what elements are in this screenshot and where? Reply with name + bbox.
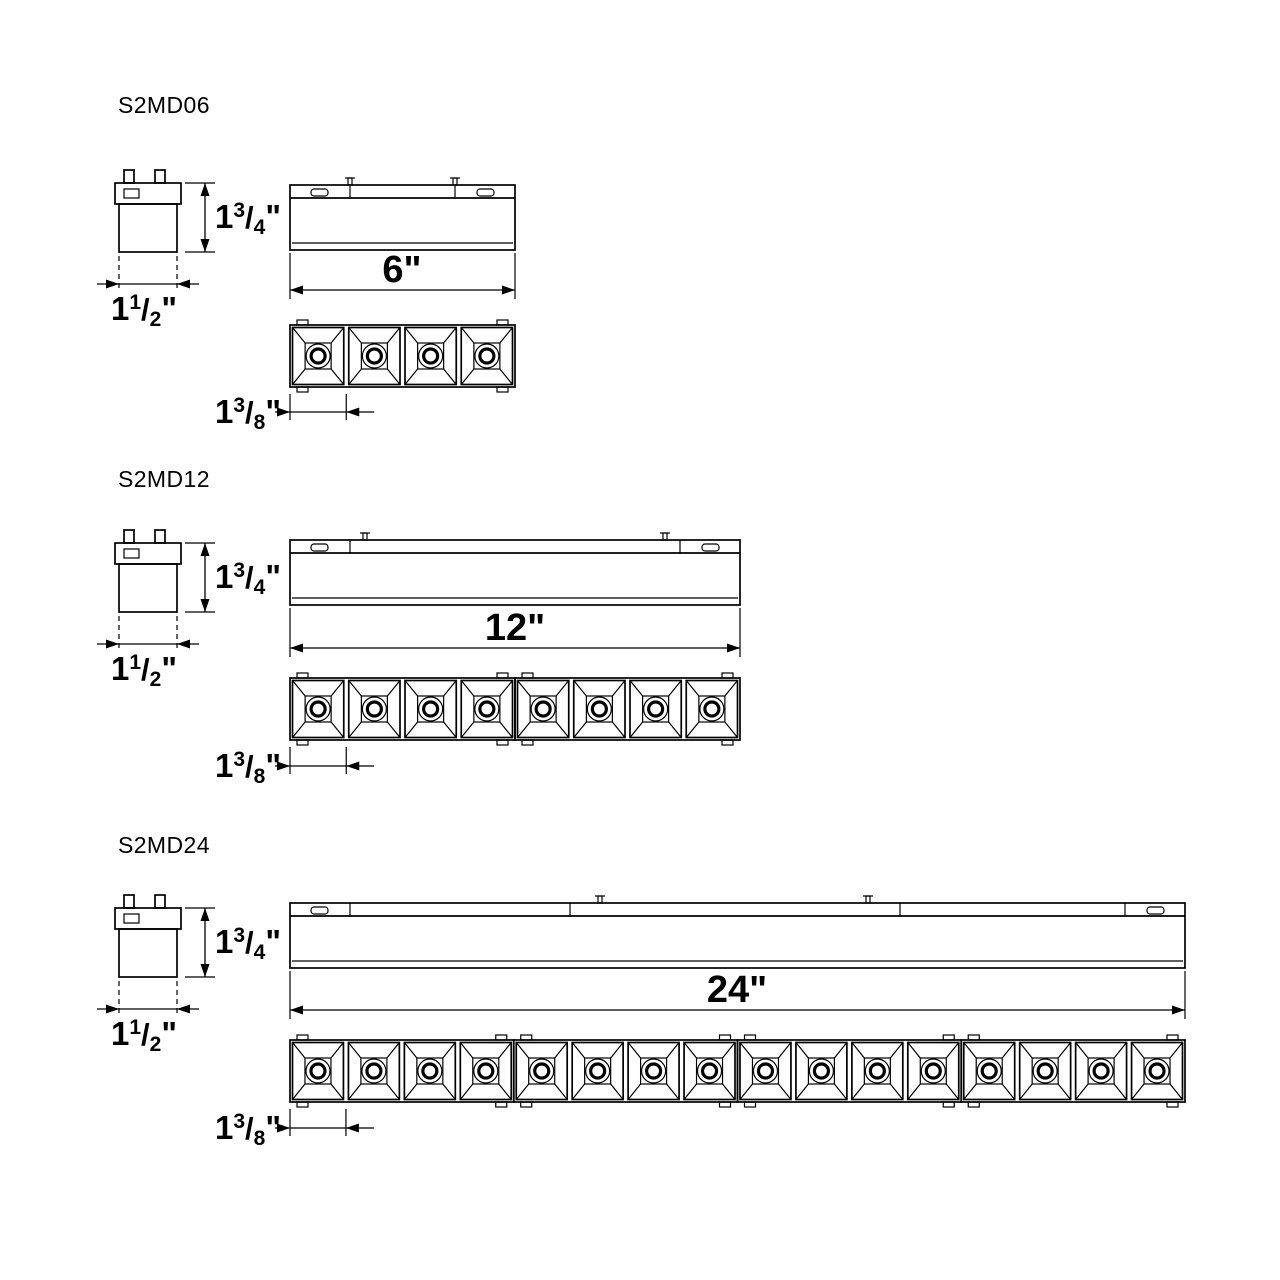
drawing-layer: 13/4" 11/2" 13/8" 13/4" 11/2" 13/8" 13/4" 11/2"… bbox=[97, 169, 1186, 1150]
end-width-dim-label: 11/2" bbox=[111, 290, 177, 331]
length-dim-label-24in: 24" bbox=[707, 969, 767, 1011]
drawing-s2md06: 13/4" 11/2" 13/8" bbox=[97, 169, 516, 434]
cell-pitch-dim-label: 13/8" bbox=[215, 393, 281, 434]
height-dim-label: 13/4" bbox=[215, 198, 281, 239]
drawing-s2md24: 13/4" 11/2" 13/8" bbox=[97, 894, 1186, 1150]
height-dim-label: 13/4" bbox=[215, 923, 281, 964]
text-layer: S2MD06 S2MD12 S2MD24 6" 12" 24" bbox=[118, 92, 767, 1011]
length-dim-label-12in: 12" bbox=[485, 607, 545, 649]
height-dim-label: 13/4" bbox=[215, 558, 281, 599]
end-width-dim-label: 11/2" bbox=[111, 1015, 177, 1056]
drawing-s2md12: 13/4" 11/2" 13/8" bbox=[97, 529, 741, 788]
cell-pitch-dim-label: 13/8" bbox=[215, 1109, 281, 1150]
model-label-s2md12: S2MD12 bbox=[118, 466, 210, 492]
model-label-s2md24: S2MD24 bbox=[118, 832, 210, 858]
length-dim-label-6in: 6" bbox=[382, 249, 421, 291]
model-label-s2md06: S2MD06 bbox=[118, 92, 210, 118]
cell-pitch-dim-label: 13/8" bbox=[215, 747, 281, 788]
end-width-dim-label: 11/2" bbox=[111, 650, 177, 691]
